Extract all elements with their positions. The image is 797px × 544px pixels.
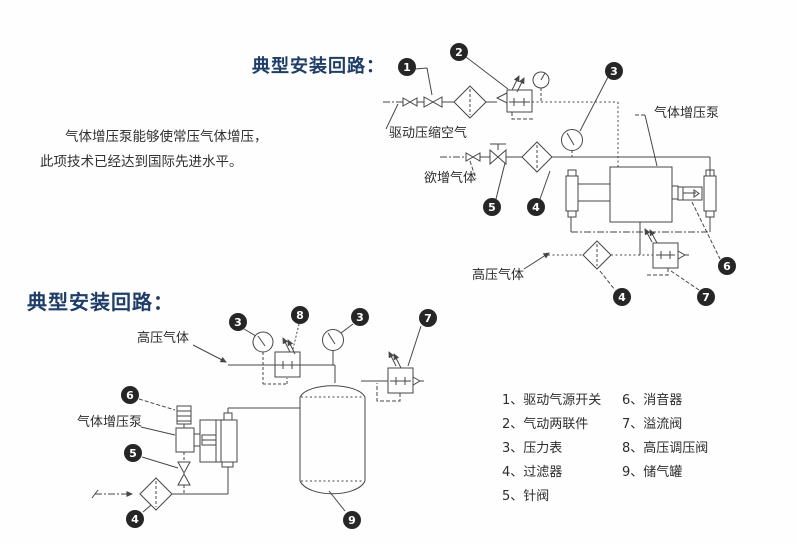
hp-gas-label-top: 高压气体 xyxy=(472,268,525,283)
legend-item: 9、储气罐 xyxy=(622,465,683,480)
svg-text:4: 4 xyxy=(131,513,139,526)
callout-5 xyxy=(124,444,142,462)
svg-text:4: 4 xyxy=(618,291,626,304)
top-circuit-title: 典型安装回路： xyxy=(252,56,385,77)
top-circuit-linework xyxy=(383,56,721,291)
svg-text:2: 2 xyxy=(455,46,463,59)
legend-item: 7、溢流阀 xyxy=(622,417,683,432)
svg-text:6: 6 xyxy=(126,389,134,402)
callout-3a xyxy=(229,313,247,331)
storage-tank xyxy=(299,385,366,495)
top-circuit-callouts: 1 2 3 5 4 6 4 7 xyxy=(398,43,736,306)
svg-text:7: 7 xyxy=(424,312,432,325)
svg-text:8: 8 xyxy=(296,309,304,322)
booster-pump-body xyxy=(609,166,673,223)
pressure-gauge-icon xyxy=(561,129,583,151)
pressure-gauge-icon xyxy=(322,329,344,351)
svg-text:5: 5 xyxy=(129,447,137,460)
svg-text:1: 1 xyxy=(403,61,411,74)
svg-text:3: 3 xyxy=(610,65,618,78)
callout-9 xyxy=(343,511,361,529)
callout-8 xyxy=(291,306,309,324)
callout-3 xyxy=(605,62,623,80)
legend-column-2: 6、消音器 7、溢流阀 8、高压调压阀 9、储气罐 xyxy=(622,389,708,485)
svg-text:6: 6 xyxy=(723,260,731,273)
svg-text:5: 5 xyxy=(488,201,496,214)
callout-6 xyxy=(121,386,139,404)
booster-pump-body xyxy=(175,405,238,468)
callout-7 xyxy=(697,288,715,306)
legend-item: 6、消音器 xyxy=(622,393,683,408)
hp-regulator-icon xyxy=(274,351,301,378)
booster-pump-label-top: 气体增压泵 xyxy=(654,106,720,121)
intro-line-2: 此项技术已经达到国际先进水平。 xyxy=(40,154,243,170)
legend-item: 8、高压调压阀 xyxy=(622,441,709,456)
svg-text:9: 9 xyxy=(348,514,356,527)
legend-column-1: 1、驱动气源开关 2、气动两联件 3、压力表 4、过滤器 5、针阀 xyxy=(502,389,601,509)
valve-icon xyxy=(423,96,443,108)
bottom-circuit-linework xyxy=(91,323,424,513)
legend-item: 1、驱动气源开关 xyxy=(502,393,602,408)
hp-gas-label-bottom: 高压气体 xyxy=(137,331,190,346)
boost-gas-label: 欲增气体 xyxy=(424,171,477,186)
legend-item: 5、针阀 xyxy=(502,489,550,504)
booster-pump-label-bottom: 气体增压泵 xyxy=(77,415,143,430)
callout-7 xyxy=(419,309,437,327)
callout-5 xyxy=(483,198,501,216)
valve-icon xyxy=(402,97,418,107)
callout-1 xyxy=(398,58,416,76)
legend-item: 4、过滤器 xyxy=(502,465,563,480)
svg-text:4: 4 xyxy=(532,201,540,214)
callout-3b xyxy=(351,308,369,326)
svg-text:3: 3 xyxy=(356,311,364,324)
intro-line-1: 气体增压泵能够使常压气体增压， xyxy=(65,129,268,145)
muffler-icon xyxy=(677,186,703,201)
needle-valve-icon xyxy=(177,461,191,486)
legend-item: 2、气动两联件 xyxy=(502,417,589,432)
legend-item: 3、压力表 xyxy=(502,441,563,456)
drive-air-label: 驱动压缩空气 xyxy=(389,126,468,141)
callout-4b xyxy=(613,288,631,306)
svg-text:3: 3 xyxy=(234,316,242,329)
callout-4 xyxy=(126,510,144,528)
callout-2 xyxy=(450,43,468,61)
needle-valve-icon xyxy=(489,143,507,166)
bottom-circuit-callouts: 3 8 3 7 6 5 4 9 xyxy=(121,306,437,529)
callout-4 xyxy=(527,198,545,216)
regulator-icon xyxy=(506,89,533,113)
pressure-gauge-icon xyxy=(252,331,274,353)
svg-text:7: 7 xyxy=(702,291,710,304)
callout-6 xyxy=(718,257,736,275)
valve-icon xyxy=(465,152,481,162)
bottom-circuit-title: 典型安装回路： xyxy=(27,290,174,314)
